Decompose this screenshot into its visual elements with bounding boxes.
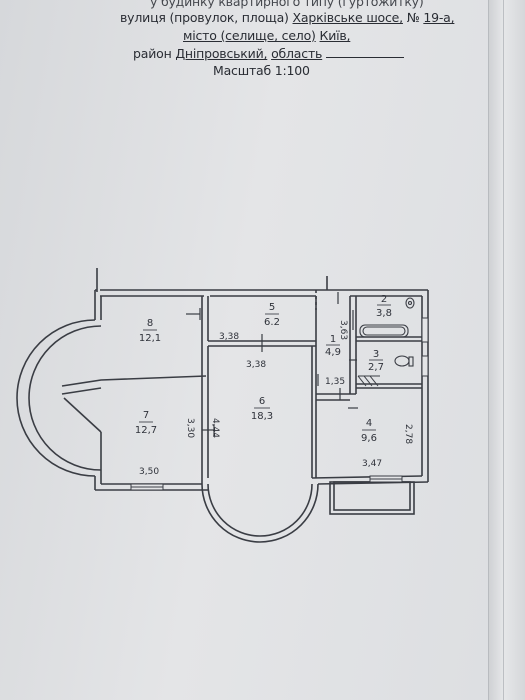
header-line-street: вулиця (провулок, площа) Харківське шосе… [120,10,525,25]
room-2-number: 2 [381,294,387,305]
room-1-area: 4,9 [325,347,341,358]
room-7-number: 7 [143,410,149,421]
district-prefix-label: район [133,46,172,61]
room-2-area: 3,8 [376,308,392,319]
region-label: область [271,46,323,61]
header-line-city: місто (селище, село) Київ, [183,28,525,43]
header-line-district: район Дніпровський, область [133,46,525,61]
dim-2-78: 2,78 [403,424,413,444]
dim-3-30: 3,30 [185,418,195,438]
room-labels: 8 12,1 7 12,7 5 6.2 6 18,3 1 4,9 2 3,8 3… [135,294,392,444]
header-line-building-type: у будинку квартирного типу (гуртожитку) [150,0,525,9]
room-6-number: 6 [259,396,265,407]
street-value: Харківське шосе, [292,10,404,25]
sink-icon [405,297,415,309]
stair-hatching [357,375,380,387]
room-8-number: 8 [147,318,153,329]
toilet-icon [394,355,410,367]
dim-1-35: 1,35 [325,377,345,387]
bathtub-icon [359,324,409,338]
dim-3-38-a: 3,38 [219,332,239,342]
building-type-text: у будинку квартирного типу (гуртожитку) [150,0,424,9]
binding-fold-line [503,0,504,700]
door-ticks [186,292,358,436]
room-5-number: 5 [269,302,275,313]
sanitary-fixtures [359,297,415,367]
dim-3-47: 3,47 [362,459,382,469]
house-number-label: № [406,10,420,25]
room-4-area: 9,6 [361,433,377,444]
city-value: Київ, [319,28,351,43]
room-3-number: 3 [373,349,379,360]
room-8-area: 12,1 [139,333,161,344]
room-4-number: 4 [366,418,372,429]
room-6-area: 18,3 [251,411,273,422]
district-value: Дніпровський, [175,46,268,61]
house-number-value: 19-а, [423,10,455,25]
dim-3-38-b: 3,38 [246,360,266,370]
room-1-number: 1 [330,334,336,345]
room-7-area: 12,7 [135,425,157,436]
region-blank-line [325,57,404,58]
dim-3-63: 3,63 [338,320,348,340]
header-line-scale: Масштаб 1:100 [213,63,525,78]
plan-walls [16,268,429,543]
dim-3-50: 3,50 [139,467,159,477]
scale-text: Масштаб 1:100 [213,63,310,78]
dim-4-44: 4,44 [210,418,220,438]
windows [130,317,429,491]
dimension-labels: 3,38 3,38 4,44 3,30 3,50 3,63 1,35 2,78 … [139,320,413,477]
page-binding-edge [488,0,525,700]
city-prefix-label: місто (селище, село) [183,28,316,43]
street-prefix-label: вулиця (провулок, площа) [120,10,289,25]
room-5-area: 6.2 [264,317,280,328]
room-3-area: 2,7 [368,362,384,373]
